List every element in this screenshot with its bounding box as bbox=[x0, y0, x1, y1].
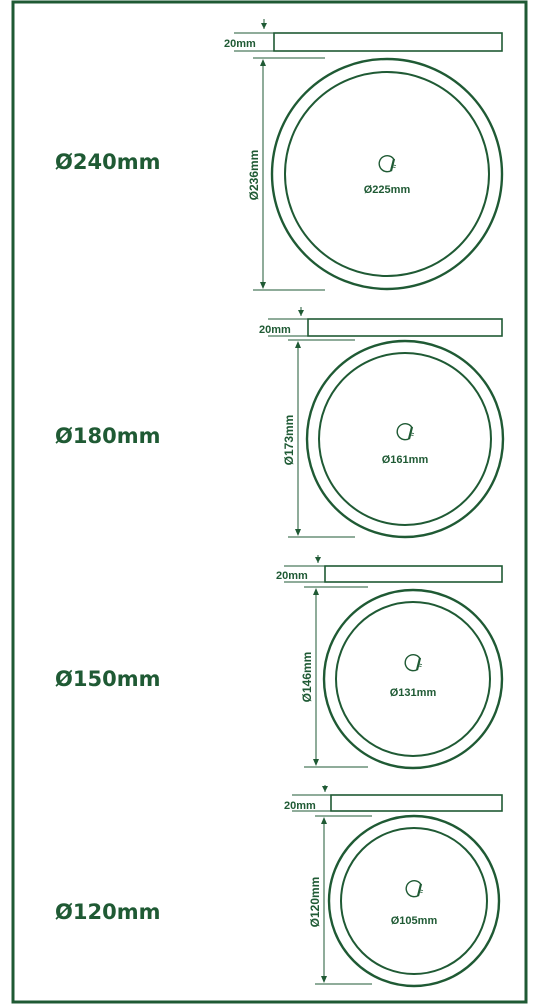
outer-ring bbox=[305, 339, 505, 539]
inner-diameter-label: Ø131mm bbox=[390, 687, 437, 699]
product-label: Ø240mm bbox=[55, 150, 160, 174]
side-profile-bar bbox=[324, 565, 503, 583]
light-bulb-icon bbox=[378, 154, 397, 173]
light-bulb-icon bbox=[404, 653, 423, 672]
product-label: Ø120mm bbox=[55, 900, 160, 924]
light-bulb-icon bbox=[396, 422, 415, 441]
product-240: Ø240mm 20mm Ø236mm Ø225mm bbox=[55, 19, 504, 291]
product-label: Ø180mm bbox=[55, 424, 160, 448]
diagram-border bbox=[11, 0, 528, 1004]
inner-ring bbox=[284, 71, 490, 277]
inner-ring bbox=[340, 827, 488, 975]
thickness-label: 20mm bbox=[259, 324, 291, 336]
inner-diameter-label: Ø161mm bbox=[382, 454, 429, 466]
thickness-label: 20mm bbox=[284, 800, 316, 812]
inner-ring bbox=[335, 601, 491, 757]
thickness-label: 20mm bbox=[276, 570, 308, 582]
product-150: Ø150mm 20mm Ø146mm Ø131mm bbox=[55, 555, 504, 770]
product-120: Ø120mm 20mm Ø120mm Ø105mm bbox=[55, 785, 503, 988]
side-profile-bar bbox=[273, 32, 503, 52]
side-profile-bar bbox=[307, 318, 503, 337]
height-label: Ø236mm bbox=[247, 150, 261, 201]
inner-ring bbox=[318, 352, 492, 526]
outer-ring bbox=[270, 57, 504, 291]
height-label: Ø146mm bbox=[300, 652, 314, 703]
thickness-label: 20mm bbox=[224, 38, 256, 50]
outer-ring bbox=[322, 588, 504, 770]
inner-diameter-label: Ø105mm bbox=[391, 915, 438, 927]
light-bulb-icon bbox=[405, 879, 424, 898]
height-label: Ø120mm bbox=[308, 877, 322, 928]
inner-diameter-label: Ø225mm bbox=[364, 184, 411, 196]
product-180: Ø180mm 20mm Ø173mm Ø161mm bbox=[55, 307, 505, 539]
outer-ring bbox=[327, 814, 501, 988]
product-label: Ø150mm bbox=[55, 667, 160, 691]
height-label: Ø173mm bbox=[282, 415, 296, 466]
side-profile-bar bbox=[330, 794, 503, 812]
